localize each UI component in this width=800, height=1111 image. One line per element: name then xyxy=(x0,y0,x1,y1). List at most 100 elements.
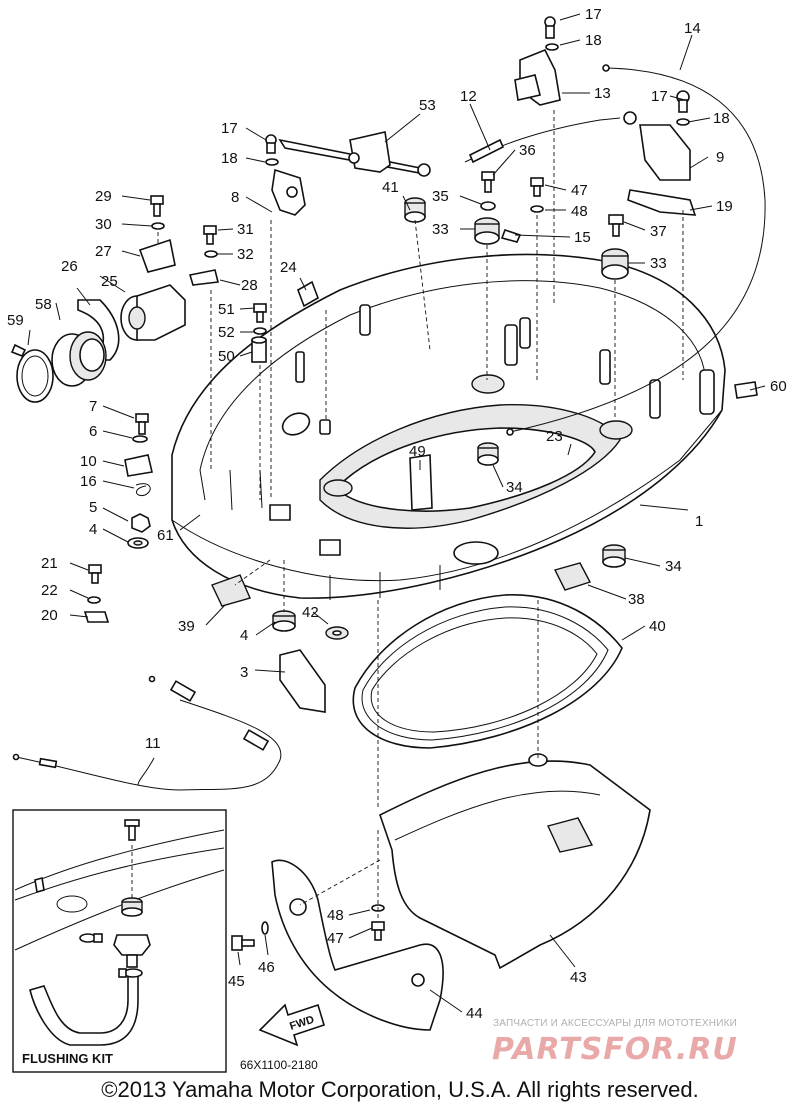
callout-61: 61 xyxy=(157,527,174,544)
callout-18: 18 xyxy=(221,150,238,167)
callout-20: 20 xyxy=(41,607,58,624)
grommet-34b xyxy=(602,544,626,568)
washer-35 xyxy=(480,201,496,211)
grommet-34a xyxy=(477,442,499,466)
callout-47: 47 xyxy=(571,182,588,199)
bolt-45 xyxy=(231,935,255,951)
collar-50 xyxy=(251,336,267,363)
alignment-lines xyxy=(157,110,684,920)
latch-assembly-13 xyxy=(514,16,561,106)
cable-11 xyxy=(12,675,282,791)
callout-51: 51 xyxy=(218,301,235,318)
bolt-47-top xyxy=(530,177,544,197)
hose-56 xyxy=(29,974,139,1046)
callout-31: 31 xyxy=(237,221,254,238)
callout-34: 34 xyxy=(665,558,682,575)
bolt-29 xyxy=(150,195,164,217)
callout-15: 15 xyxy=(574,229,591,246)
callout-47: 47 xyxy=(327,930,344,947)
callout-40: 40 xyxy=(649,618,666,635)
callout-22: 22 xyxy=(41,582,58,599)
callout-60: 60 xyxy=(770,378,787,395)
callout-42: 42 xyxy=(302,604,319,621)
callout-52: 52 xyxy=(218,324,235,341)
copyright-notice: ©2013 Yamaha Motor Corporation, U.S.A. A… xyxy=(101,1077,699,1102)
seal-40 xyxy=(352,594,623,749)
grommet-33a xyxy=(474,217,500,245)
callout-11: 11 xyxy=(145,735,161,752)
callout-7: 7 xyxy=(89,398,97,415)
callout-23: 23 xyxy=(546,428,563,445)
plug-54 xyxy=(121,897,143,917)
screw-2 xyxy=(124,819,140,841)
hook-8 xyxy=(265,134,306,216)
callout-leaders xyxy=(27,13,766,1024)
clamp-59 xyxy=(10,343,54,403)
callout-26: 26 xyxy=(61,258,78,275)
washer-22 xyxy=(87,596,101,604)
callout-8: 8 xyxy=(231,189,239,206)
part-24 xyxy=(297,280,319,308)
cable-14 xyxy=(509,67,766,433)
callout-34: 34 xyxy=(506,479,523,496)
callout-18: 18 xyxy=(713,110,730,127)
bolt-31 xyxy=(203,225,217,245)
bolt-7 xyxy=(135,413,149,435)
callout-48: 48 xyxy=(571,203,588,220)
callout-4: 4 xyxy=(89,521,97,538)
adapter-55 xyxy=(113,934,151,968)
callout-9: 9 xyxy=(716,149,724,166)
callout-16: 16 xyxy=(80,473,97,490)
washer-30 xyxy=(151,222,165,230)
side-cover-44 xyxy=(271,859,444,1031)
callout-13: 13 xyxy=(594,85,611,102)
diagram-code: 66X1100-2180 xyxy=(240,1058,318,1072)
clamp-57b xyxy=(118,968,143,978)
bracket-10 xyxy=(124,454,153,477)
callout-36: 36 xyxy=(519,142,536,159)
washer-32 xyxy=(204,250,218,258)
callout-17: 17 xyxy=(221,120,238,137)
bolt-37 xyxy=(608,214,624,237)
callout-48: 48 xyxy=(327,907,344,924)
grommet-42 xyxy=(325,626,349,640)
washer-6 xyxy=(132,435,148,443)
callout-50: 50 xyxy=(218,348,235,365)
callout-21: 21 xyxy=(41,555,58,572)
clip-15 xyxy=(500,228,522,243)
label-60 xyxy=(734,381,758,399)
lever-53 xyxy=(278,131,431,177)
washer-48-top xyxy=(530,205,544,213)
clip-20 xyxy=(83,611,110,623)
lower-cover-43 xyxy=(379,753,651,970)
callout-19: 19 xyxy=(716,198,733,215)
callout-25: 25 xyxy=(101,273,118,290)
latch-assembly-9 xyxy=(623,90,697,216)
callout-53: 53 xyxy=(419,97,436,114)
callout-37: 37 xyxy=(650,223,667,240)
callout-44: 44 xyxy=(466,1005,483,1022)
spring-12 xyxy=(468,138,505,164)
callout-24: 24 xyxy=(280,259,297,276)
plate-28 xyxy=(188,269,219,286)
callout-17: 17 xyxy=(651,88,668,105)
pad-38 xyxy=(553,562,592,591)
callout-4: 4 xyxy=(240,627,248,644)
forward-direction-arrow: FWD xyxy=(258,1003,325,1047)
washer-46 xyxy=(261,921,269,935)
bolt-51 xyxy=(253,303,267,323)
clamp-57a xyxy=(79,933,103,943)
grommet-4b xyxy=(272,610,296,632)
washer-52 xyxy=(253,327,267,335)
flushing-kit-inset xyxy=(12,809,227,1073)
nut-5 xyxy=(131,513,151,533)
callout-14: 14 xyxy=(684,20,701,37)
holder-49 xyxy=(409,454,433,511)
callout-numbers: 1 2 3 4 4 5 6 7 8 9 10 11 12 13 14 15 16… xyxy=(7,6,787,1032)
callout-32: 32 xyxy=(237,246,254,263)
callout-30: 30 xyxy=(95,216,112,233)
callout-45: 45 xyxy=(228,973,245,990)
bracket-27 xyxy=(138,238,176,273)
callout-38: 38 xyxy=(628,591,645,608)
